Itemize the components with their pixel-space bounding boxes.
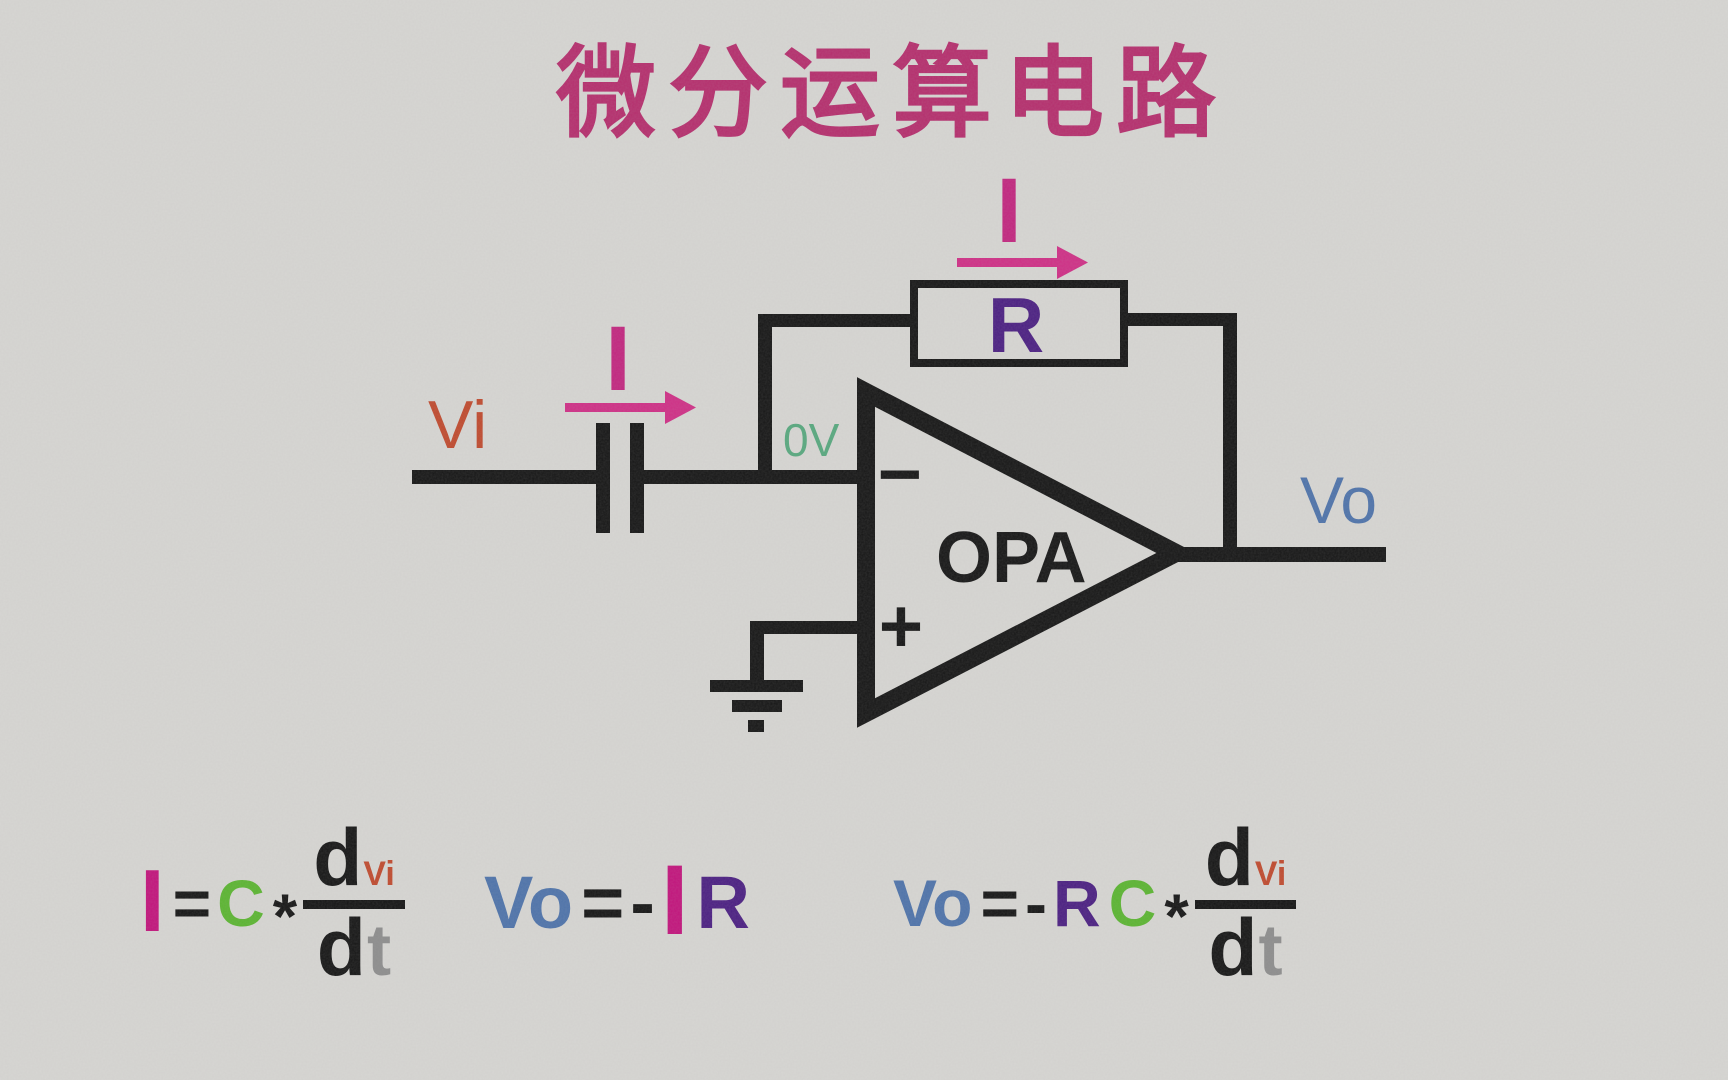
opamp-label: OPA bbox=[936, 518, 1087, 598]
resistor-label: R bbox=[988, 281, 1044, 369]
formula1-den-t: t bbox=[366, 910, 392, 991]
formula1-num-d: d bbox=[313, 812, 363, 903]
ground-icon bbox=[710, 680, 803, 732]
formula2-equals: = bbox=[581, 861, 624, 944]
formula3-minus: - bbox=[1025, 866, 1047, 940]
noninverting-input-sign: + bbox=[879, 584, 923, 669]
formula1-num-vi: Vi bbox=[363, 854, 395, 893]
formula2-current: I bbox=[660, 845, 689, 957]
formula1-current: I bbox=[140, 851, 165, 951]
capacitor-plate-right bbox=[630, 423, 644, 533]
formula1-capacitance: C bbox=[217, 866, 265, 940]
formula3-den-d: d bbox=[1208, 903, 1258, 993]
formula3-multiply: * bbox=[1164, 881, 1189, 952]
formula3-equals: = bbox=[980, 866, 1019, 940]
formula3-num-vi: Vi bbox=[1254, 854, 1287, 893]
formula-current: I = C * d Vi d t bbox=[140, 795, 405, 1011]
formula3-vo: Vo bbox=[893, 866, 973, 940]
virtual-ground-label: 0V bbox=[783, 414, 840, 466]
formula3-fraction: d Vi d t bbox=[1194, 812, 1297, 993]
capacitor-plate-left bbox=[596, 423, 610, 533]
feedback-top-right-wire bbox=[1128, 313, 1237, 326]
feedback-left-vertical-wire bbox=[758, 314, 772, 484]
formula1-equals: = bbox=[172, 866, 212, 940]
formula3-resistance: R bbox=[1052, 866, 1101, 940]
formula-output: Vo = - I R bbox=[484, 795, 750, 1011]
formula1-multiply: * bbox=[272, 881, 298, 952]
formula-combined: Vo = - R C * d Vi d t bbox=[893, 795, 1297, 1011]
current-arrow-icon-feedback bbox=[957, 246, 1088, 279]
feedback-top-left-wire bbox=[758, 314, 910, 327]
feedback-right-vertical-wire bbox=[1223, 313, 1237, 562]
formula2-minus: - bbox=[630, 861, 655, 944]
formula3-capacitance: C bbox=[1108, 866, 1157, 940]
input-wire bbox=[412, 470, 598, 484]
formula1-den-d: d bbox=[316, 903, 366, 993]
output-voltage-label: Vo bbox=[1300, 463, 1377, 537]
input-voltage-label: Vi bbox=[428, 387, 487, 463]
formula2-resistance: R bbox=[696, 861, 750, 944]
formula3-den-t: t bbox=[1258, 910, 1283, 991]
output-wire bbox=[1178, 547, 1386, 562]
formula2-vo: Vo bbox=[484, 861, 574, 944]
formula1-fraction: d Vi d t bbox=[303, 812, 405, 993]
noninverting-input-wire bbox=[757, 621, 869, 634]
ground-vertical-wire bbox=[750, 621, 764, 680]
formula3-num-d: d bbox=[1204, 812, 1254, 903]
inverting-input-sign: − bbox=[878, 432, 922, 517]
input-current-label: I bbox=[605, 308, 631, 410]
feedback-current-label: I bbox=[996, 160, 1022, 262]
